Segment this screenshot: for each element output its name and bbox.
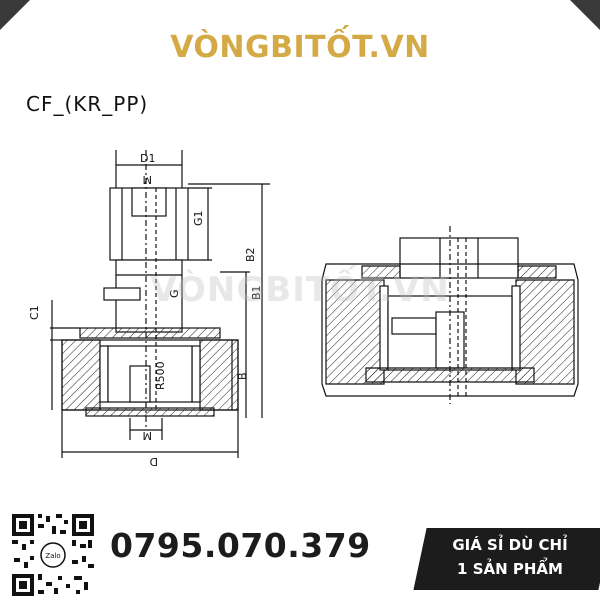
brand-logo-text: VÒNGBITỐT.VN [170,30,430,65]
cta-line-2: 1 SẢN PHẨM [457,560,563,578]
qr-center-label: Zalo [45,552,60,560]
dim-c1: C1 [28,305,41,320]
corner-decoration-left [0,0,30,30]
dim-b2: B2 [244,247,257,262]
dim-g1: G1 [192,210,205,226]
cta-text: GIÁ SỈ DÙ CHỈ 1 SẢN PHẨM [430,533,590,581]
corner-decoration-right [570,0,600,30]
dim-g: G [168,289,181,298]
technical-drawing: D1 M G1 G B2 B1 C1 R500 B M D [28,150,579,468]
dim-m-bottom: M [143,429,153,442]
model-code: CF_(KR_PP) [26,92,149,116]
dim-m-top: M [143,173,153,186]
qr-code[interactable]: Zalo [10,512,96,598]
dim-b: B [236,372,249,380]
phone-number[interactable]: 0795.070.379 [110,526,371,565]
watermark: VÒNGBITỐT.VN [150,270,450,310]
left-view [50,150,270,458]
cta-line-1: GIÁ SỈ DÙ CHỈ [452,536,568,554]
right-view [321,226,579,404]
dim-r500: R500 [154,361,167,390]
dim-b1: B1 [250,285,263,300]
dim-d: D [150,455,158,468]
dim-d1: D1 [140,152,155,165]
